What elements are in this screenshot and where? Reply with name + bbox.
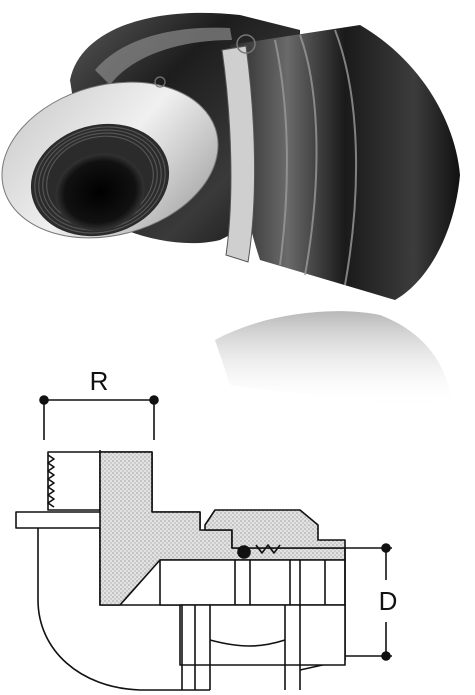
body-highlight — [95, 27, 232, 85]
label-R: R — [90, 366, 109, 396]
stamp-mark-icon — [154, 76, 166, 88]
dimension-D — [345, 543, 392, 661]
drawing-nut-body — [159, 548, 346, 690]
drawing-elbow-outer — [37, 528, 210, 691]
nut-ribs — [274, 29, 358, 286]
drawing-grip-ring — [255, 544, 281, 554]
label-D: D — [379, 586, 398, 616]
bore-hole — [55, 153, 145, 231]
fitting-photo — [1, 12, 460, 410]
drawing-oring — [237, 545, 251, 559]
fitting-reflection — [215, 311, 450, 410]
technical-drawing — [15, 395, 392, 691]
dimension-R — [39, 395, 159, 440]
drawing-nut-cap — [204, 509, 346, 549]
compression-nut — [230, 25, 460, 300]
collar-ring — [221, 45, 256, 263]
stamp-logo-icon — [236, 34, 256, 54]
